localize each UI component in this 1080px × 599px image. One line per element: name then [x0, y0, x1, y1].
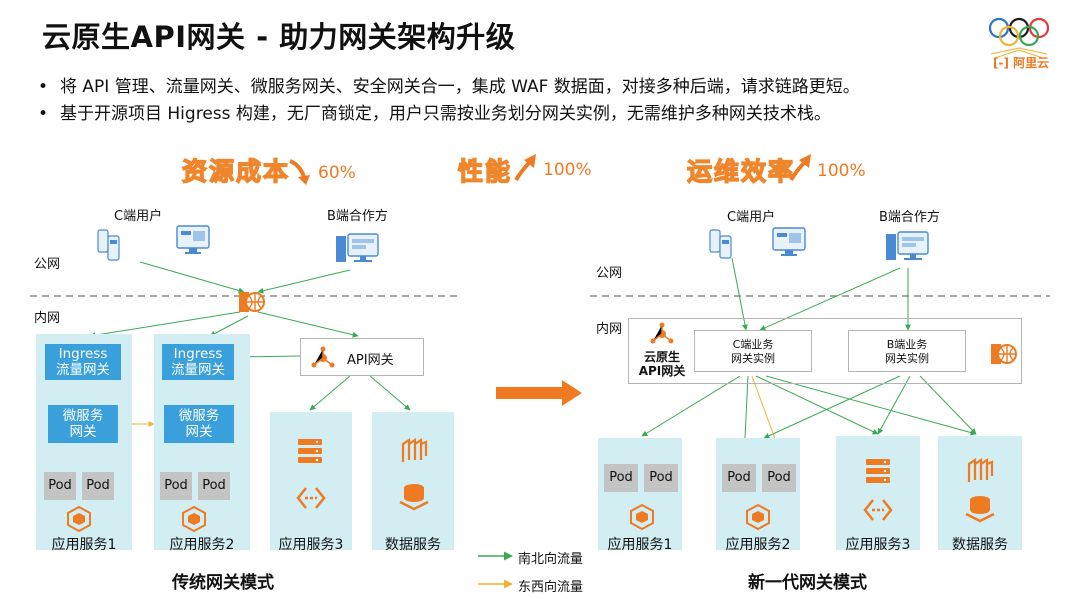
hub-icon [650, 322, 674, 344]
metric-perf-label: 性能 [457, 156, 513, 186]
pod[interactable]: Pod [198, 472, 230, 500]
cube-cluster-icon [182, 506, 206, 532]
arrow-up-icon [789, 154, 811, 182]
bullet-marker: • [38, 104, 49, 124]
legacy-service-2-label: 应用服务2 [169, 537, 235, 553]
legacy-ingress-gateway-1[interactable]: Ingress 流量网关 [45, 344, 121, 380]
cloud-native-gateway-label: 云原生 API网关 [638, 350, 686, 378]
legacy-data-service-column [372, 412, 454, 550]
server-monitor-icon [886, 231, 929, 260]
modern-c-user-label: C端用户 [727, 210, 776, 225]
alibaba-cloud-logo: [-] 阿里云 [985, 14, 1067, 76]
nodes-icon [967, 458, 994, 482]
legacy-ingress-gateway-2[interactable]: Ingress 流量网关 [162, 344, 234, 380]
server-stack-icon [298, 439, 322, 463]
bullet-text: 将 API 管理、流量网关、微服务网关、安全网关合一，集成 WAF 数据面，对接… [60, 77, 860, 97]
c-business-gateway-instance[interactable]: C端业务 网关实例 [694, 330, 812, 372]
brand-text: [-] 阿里云 [993, 54, 1049, 71]
metric-ops-label: 运维效率 [686, 156, 796, 186]
legacy-service-3-column [270, 412, 352, 550]
bullet-text: 基于开源项目 Higress 构建，无厂商锁定，用户只需按业务划分网关实例，无需… [60, 104, 831, 124]
cube-cluster-icon [630, 504, 654, 530]
legacy-micro-gateway-2[interactable]: 微服务 网关 [164, 405, 234, 443]
modern-service-2-label: 应用服务2 [725, 537, 791, 553]
legacy-mode-label: 传统网关模式 [172, 573, 274, 593]
arrow-down-icon [289, 159, 310, 185]
legend-east-west: 东西向流量 [518, 580, 584, 595]
link-icon [863, 499, 893, 521]
cube-cluster-icon [746, 504, 770, 530]
pod[interactable]: Pod [644, 464, 678, 492]
modern-service-3-label: 应用服务3 [845, 537, 911, 553]
pod[interactable]: Pod [82, 472, 114, 500]
modern-zone-public: 公网 [596, 266, 623, 281]
legacy-api-gateway[interactable]: API网关 [300, 338, 424, 376]
pod[interactable]: Pod [160, 472, 192, 500]
pod[interactable]: Pod [604, 464, 638, 492]
pod[interactable]: Pod [722, 464, 756, 492]
modern-service-3-column [836, 436, 920, 550]
modern-b-partner-label: B端合作方 [879, 210, 940, 225]
metric-perf-value: 100% [543, 160, 592, 180]
legacy-b-partner-label: B端合作方 [327, 209, 388, 224]
legacy-micro-gateway-1[interactable]: 微服务 网关 [48, 405, 118, 443]
server-stack-icon [866, 459, 890, 483]
monitor-icon [176, 225, 210, 254]
legacy-service-3-label: 应用服务3 [278, 537, 344, 553]
cube-cluster-icon [67, 506, 91, 532]
firewall-icon [991, 344, 1017, 364]
legacy-c-user-label: C端用户 [114, 209, 163, 224]
monitor-icon [772, 227, 806, 256]
legacy-data-service-label: 数据服务 [385, 537, 441, 553]
modern-flow-lines [641, 257, 977, 459]
database-icon [965, 496, 995, 523]
b-business-gateway-instance[interactable]: B端业务 网关实例 [848, 330, 966, 372]
phone-icon [709, 229, 732, 259]
legend-north-south: 南北向流量 [518, 552, 584, 567]
page-title: 云原生API网关 - 助力网关架构升级 [42, 20, 516, 54]
arrow-up-icon [514, 154, 536, 182]
phone-icon [97, 229, 120, 261]
modern-service-1-column [598, 438, 682, 550]
cloud-native-gateway-container [628, 318, 1022, 384]
bullet-marker: • [38, 77, 49, 97]
modern-zone-internal: 内网 [596, 322, 623, 337]
modern-service-2-column [716, 438, 800, 550]
pod[interactable]: Pod [762, 464, 796, 492]
arrow-right-icon [496, 380, 582, 406]
legacy-service-1-label: 应用服务1 [51, 537, 117, 553]
link-icon [296, 487, 326, 509]
pod[interactable]: Pod [44, 472, 76, 500]
bullet-1: • 将 API 管理、流量网关、微服务网关、安全网关合一，集成 WAF 数据面，对… [38, 72, 860, 97]
modern-data-service-column [938, 436, 1022, 550]
hub-icon [311, 346, 335, 368]
olympic-rings-icon [988, 17, 1050, 59]
brand-icon: [-] [993, 56, 1009, 70]
metric-ops-value: 100% [817, 161, 866, 181]
api-gateway-label: API网关 [347, 353, 394, 368]
modern-data-service-label: 数据服务 [952, 537, 1008, 553]
brand-name: 阿里云 [1013, 56, 1050, 70]
firewall-icon [239, 292, 265, 312]
nodes-icon [401, 438, 428, 462]
modern-mode-label: 新一代网关模式 [748, 573, 867, 593]
legacy-zone-internal: 内网 [34, 311, 61, 326]
legacy-zone-public: 公网 [34, 257, 61, 272]
server-monitor-icon [336, 233, 379, 262]
bullet-2: • 基于开源项目 Higress 构建，无厂商锁定，用户只需按业务划分网关实例，无… [38, 99, 831, 124]
metric-cost-value: 60% [318, 163, 356, 183]
database-icon [399, 484, 429, 511]
metric-cost-label: 资源成本 [181, 156, 291, 186]
modern-service-1-label: 应用服务1 [607, 537, 673, 553]
